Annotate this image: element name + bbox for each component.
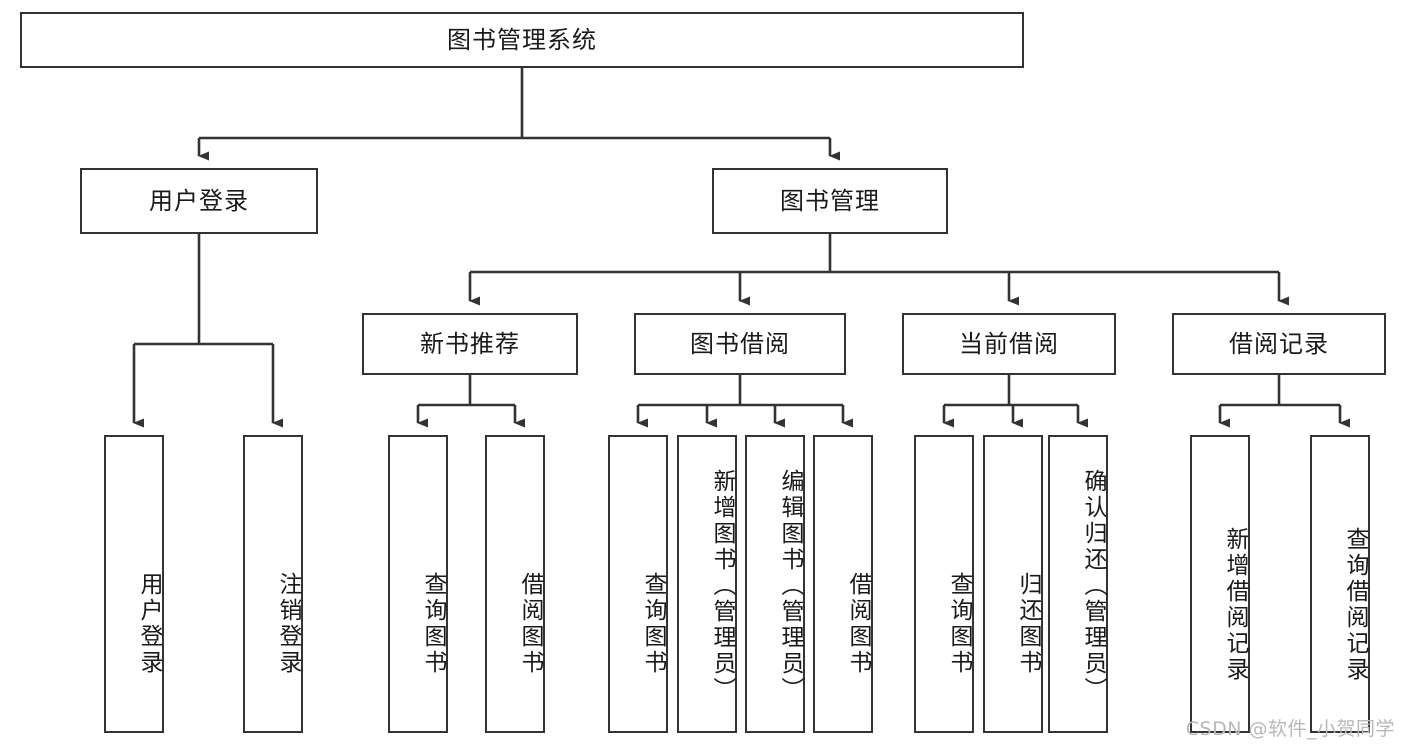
node-root[interactable]: 图书管理系统 bbox=[20, 12, 1024, 68]
leaf-logout-login[interactable]: 注销登录 bbox=[243, 435, 303, 733]
leaf-query-book-borrow[interactable]: 查询图书 bbox=[608, 435, 668, 733]
leaf-return-book[interactable]: 归还图书 bbox=[983, 435, 1043, 733]
node-new-book-recommend[interactable]: 新书推荐 bbox=[362, 313, 578, 375]
node-new-book-recommend-label: 新书推荐 bbox=[420, 329, 520, 358]
leaf-add-borrow-record[interactable]: 新增借阅记录 bbox=[1190, 435, 1250, 733]
node-current-borrow-label: 当前借阅 bbox=[959, 329, 1059, 358]
leaf-borrow-book-newbook[interactable]: 借阅图书 bbox=[485, 435, 545, 733]
node-book-borrow[interactable]: 图书借阅 bbox=[634, 313, 846, 375]
leaf-query-book-borrow-label: 查询图书 bbox=[640, 572, 666, 676]
leaf-add-book-admin-label: 新增图书（管理员） bbox=[709, 469, 735, 703]
leaf-query-book-newbook[interactable]: 查询图书 bbox=[388, 435, 448, 733]
csdn-watermark: CSDN @软件_小贺同学 bbox=[1185, 718, 1395, 740]
leaf-query-borrow-record-label: 查询借阅记录 bbox=[1342, 527, 1368, 683]
node-user-login[interactable]: 用户登录 bbox=[80, 168, 318, 234]
node-book-management-label: 图书管理 bbox=[780, 186, 880, 215]
leaf-query-book-newbook-label: 查询图书 bbox=[420, 572, 446, 676]
leaf-borrow-book-label: 借阅图书 bbox=[845, 572, 871, 676]
leaf-user-login-label: 用户登录 bbox=[136, 572, 162, 676]
leaf-return-book-label: 归还图书 bbox=[1015, 572, 1041, 676]
leaf-add-borrow-record-label: 新增借阅记录 bbox=[1222, 527, 1248, 683]
node-root-label: 图书管理系统 bbox=[447, 25, 597, 54]
leaf-query-book-current[interactable]: 查询图书 bbox=[914, 435, 974, 733]
leaf-query-book-current-label: 查询图书 bbox=[946, 572, 972, 676]
leaf-borrow-book-newbook-label: 借阅图书 bbox=[517, 572, 543, 676]
leaf-edit-book-admin[interactable]: 编辑图书（管理员） bbox=[745, 435, 805, 733]
node-current-borrow[interactable]: 当前借阅 bbox=[902, 313, 1116, 375]
node-book-borrow-label: 图书借阅 bbox=[690, 329, 790, 358]
leaf-user-login[interactable]: 用户登录 bbox=[104, 435, 164, 733]
node-user-login-label: 用户登录 bbox=[149, 186, 249, 215]
leaf-edit-book-admin-label: 编辑图书（管理员） bbox=[777, 469, 803, 703]
node-borrow-records-label: 借阅记录 bbox=[1229, 329, 1329, 358]
node-book-management[interactable]: 图书管理 bbox=[712, 168, 948, 234]
leaf-add-book-admin[interactable]: 新增图书（管理员） bbox=[677, 435, 737, 733]
leaf-logout-login-label: 注销登录 bbox=[275, 572, 301, 676]
node-borrow-records[interactable]: 借阅记录 bbox=[1172, 313, 1386, 375]
leaf-borrow-book[interactable]: 借阅图书 bbox=[813, 435, 873, 733]
leaf-confirm-return-admin-label: 确认归还（管理员） bbox=[1080, 469, 1106, 703]
leaf-confirm-return-admin[interactable]: 确认归还（管理员） bbox=[1048, 435, 1108, 733]
leaf-query-borrow-record[interactable]: 查询借阅记录 bbox=[1310, 435, 1370, 733]
